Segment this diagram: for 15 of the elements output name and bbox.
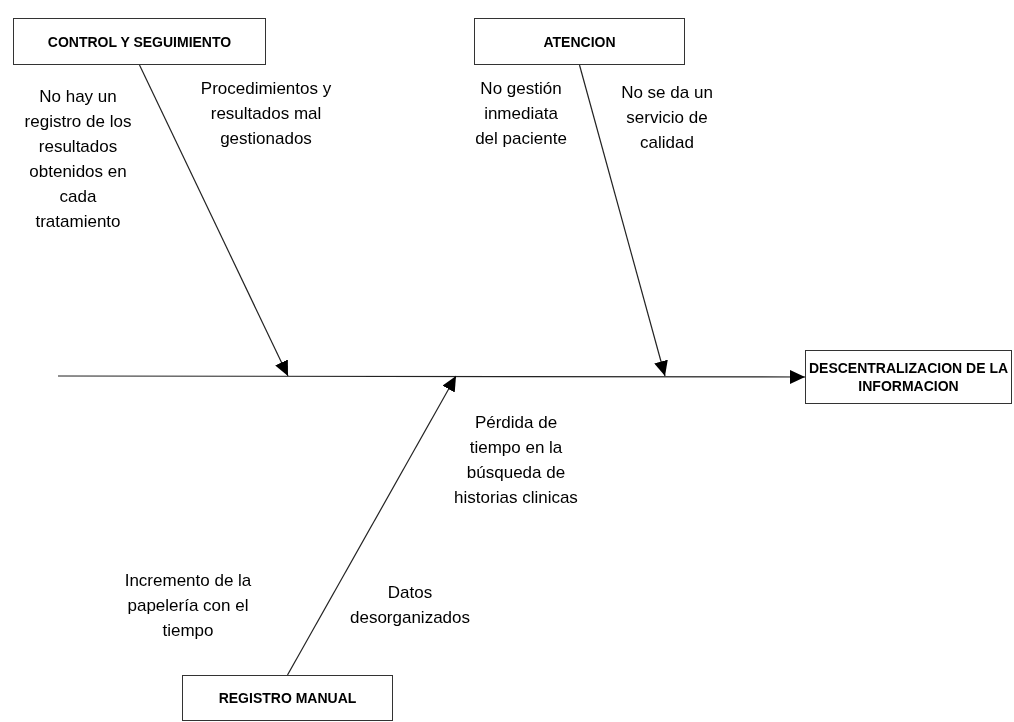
cause-label: Procedimientos y resultados mal gestionados: [199, 78, 333, 150]
cause-label: No se da un servicio de calidad: [620, 82, 714, 154]
category-box: DESCENTRALIZACION DE LA INFORMACION: [805, 350, 1012, 404]
arrow: [286, 375, 457, 676]
arrow: [138, 64, 289, 377]
arrow: [57, 370, 806, 384]
category-box: ATENCION: [474, 18, 685, 65]
category-box: CONTROL Y SEGUIMIENTO: [13, 18, 266, 65]
cause-label: No hay un registro de los resultados obtenidos en cada tratamiento: [23, 86, 133, 233]
category-box: REGISTRO MANUAL: [182, 675, 393, 721]
cause-label: Datos desorganizados: [349, 582, 471, 629]
cause-label: Pérdida de tiempo en la búsqueda de historias clinicas: [453, 412, 579, 509]
cause-label: Incremento de la papelería con el tiempo: [123, 570, 253, 642]
arrow: [578, 64, 668, 377]
cause-label: No gestión inmediata del paciente: [474, 78, 568, 150]
